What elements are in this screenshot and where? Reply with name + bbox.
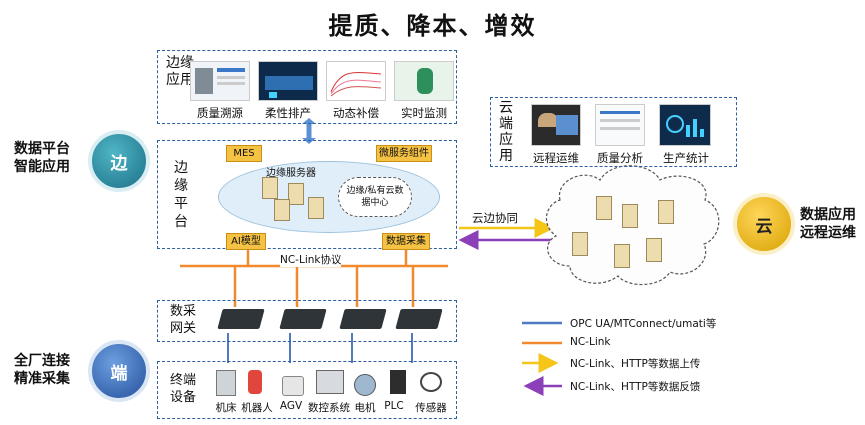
cloud-server-icon [622, 204, 638, 228]
server-icon [308, 197, 324, 219]
plc-icon [390, 370, 406, 394]
terminal-box: 终端设备 机床 机器人 AGV 数控系统 电机 PLC 传感器 [157, 361, 457, 419]
motor-icon [354, 374, 376, 396]
cnc-system-icon [316, 370, 344, 394]
nc-link-bus-label: NC-Link协议 [280, 252, 342, 267]
edge-platform-box: 边缘平台 MES 微服务组件 边缘服务器 边缘/私有云数据中心 AI模型 数据采… [157, 140, 457, 250]
edge-app-label-0: 质量溯源 [197, 106, 243, 120]
diagram-title: 提质、降本、增效 [328, 12, 537, 40]
server-icon [288, 183, 304, 205]
cloud-apps-box: 云端应用 远程运维 质量分析 生产统计 [490, 97, 737, 167]
edge-apps-box: 边缘应用 质量溯源 柔性排产 动态补偿 实时监测 [157, 50, 457, 124]
cloud-app-label-0: 远程运维 [533, 151, 579, 165]
side-edge-text: 数据平台智能应用 [14, 141, 70, 175]
thumb-flexible-schedule [258, 61, 318, 101]
cloud-edge-label: 云边协同 [472, 211, 518, 225]
side-end-text: 全厂连接精准采集 [14, 353, 70, 387]
cloud-apps-label: 云端应用 [499, 100, 513, 164]
legend-label-1: NC-Link [570, 336, 611, 348]
device-label-4: 电机 [354, 402, 376, 414]
microservice-tag: 微服务组件 [376, 145, 432, 162]
gateway-device-icon [217, 309, 265, 329]
side-cloud-text: 数据应用远程运维 [800, 207, 856, 241]
gateway-device-icon [279, 309, 327, 329]
machine-tool-icon [216, 370, 236, 396]
cloud-server-icon [614, 244, 630, 268]
device-label-3: 数控系统 [308, 402, 350, 414]
thumb-realtime-monitor [394, 61, 454, 101]
device-label-1: 机器人 [241, 402, 273, 414]
sensor-icon [420, 372, 442, 392]
cloud-server-icon [596, 196, 612, 220]
server-icon [274, 199, 290, 221]
server-icon [262, 177, 278, 199]
mes-tag: MES [226, 145, 262, 162]
data-collect-tag: 数据采集 [382, 233, 430, 250]
edge-server-label: 边缘服务器 [266, 168, 316, 179]
thumb-dynamic-compensation [326, 61, 386, 101]
cloud-server-icon [572, 232, 588, 256]
cloud-app-label-2: 生产统计 [663, 151, 709, 165]
edge-app-label-3: 实时监测 [401, 106, 447, 120]
device-label-2: AGV [279, 400, 303, 412]
ai-model-tag: AI模型 [226, 233, 266, 250]
thumb-production-stats [659, 104, 711, 146]
device-lines [227, 333, 413, 363]
gateway-device-icon [395, 309, 443, 329]
gateway-label: 数采网关 [170, 304, 197, 336]
thumb-quality-trace [190, 61, 250, 101]
edge-app-label-2: 动态补偿 [333, 106, 379, 120]
end-circle-icon: 端 [88, 340, 150, 402]
legend-label-3: NC-Link、HTTP等数据反馈 [570, 381, 701, 393]
edge-apps-label: 边缘应用 [166, 55, 194, 88]
cloud-circle-icon: 云 [733, 193, 795, 255]
gateway-box: 数采网关 [157, 300, 457, 342]
cloud-server-icon [658, 200, 674, 224]
cloud-app-label-1: 质量分析 [597, 151, 643, 165]
edge-app-arrow [302, 118, 316, 144]
edge-circle-icon: 边 [88, 130, 150, 192]
device-label-6: 传感器 [415, 402, 447, 414]
agv-icon [282, 376, 304, 396]
datacenter-bubble: 边缘/私有云数据中心 [338, 177, 412, 217]
device-label-0: 机床 [215, 402, 237, 414]
edge-app-label-1: 柔性排产 [265, 106, 311, 120]
legend-label-0: OPC UA/MTConnect/umati等 [570, 318, 717, 330]
edge-platform-label: 边缘平台 [174, 160, 188, 230]
robot-icon [248, 370, 262, 394]
thumb-quality-analysis [595, 104, 645, 146]
gateway-device-icon [339, 309, 387, 329]
device-label-5: PLC [384, 400, 404, 412]
terminal-label: 终端设备 [170, 373, 197, 405]
legend-label-2: NC-Link、HTTP等数据上传 [570, 358, 701, 370]
cloud-server-icon [646, 238, 662, 262]
thumb-remote-ops [531, 104, 581, 146]
